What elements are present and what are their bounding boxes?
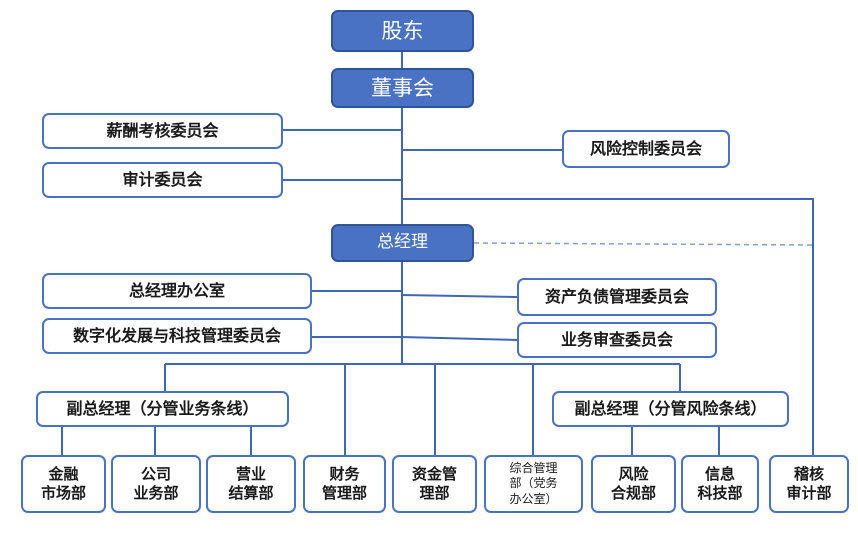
dept-line: 稽核 — [793, 465, 824, 484]
asset-liability-committee-box: 资产负债管理委员会 — [517, 278, 717, 316]
dept-line: 财务 — [329, 465, 360, 484]
general-manager-box: 总经理 — [331, 224, 474, 262]
audit-committee-box: 审计委员会 — [42, 162, 283, 198]
asset-liability-committee-label: 资产负债管理委员会 — [544, 287, 689, 306]
dept-line: 科技部 — [697, 484, 743, 502]
dept-line: 资金管 — [411, 465, 457, 484]
dept-line: 信息 — [704, 465, 735, 484]
audit-committee-label: 审计委员会 — [122, 170, 203, 189]
deputy-gm-risk-box: 副总经理（分管风险条线） — [552, 391, 789, 427]
dept-line: 金融 — [48, 465, 79, 484]
digital-tech-committee-label: 数字化发展与科技管理委员会 — [72, 326, 281, 345]
dept-line: 办公室） — [509, 491, 558, 506]
deputy-gm-risk-label: 副总经理（分管风险条线） — [574, 399, 767, 418]
dept-line: 审计部 — [786, 484, 832, 502]
dept-line: 业务部 — [133, 484, 179, 502]
shareholders-label: 股东 — [381, 18, 424, 43]
deputy-gm-business-box: 副总经理（分管业务条线） — [36, 391, 289, 427]
dept-line: 市场部 — [40, 484, 86, 502]
dept-line: 结算部 — [228, 484, 274, 502]
dept-line: 综合管理 — [509, 460, 558, 475]
dept-internal-audit: 稽核审计部 — [769, 455, 849, 513]
digital-tech-committee-box: 数字化发展与科技管理委员会 — [42, 318, 312, 354]
risk-control-committee-label: 风险控制委员会 — [589, 139, 702, 158]
risk-control-committee-box: 风险控制委员会 — [562, 130, 730, 168]
dept-line: 部（党务 — [509, 476, 558, 491]
gm-office-box: 总经理办公室 — [42, 273, 312, 309]
shareholders-box: 股东 — [331, 10, 474, 52]
compensation-committee-box: 薪酬考核委员会 — [42, 113, 283, 149]
board-box: 董事会 — [331, 68, 474, 108]
dept-treasury-management: 资金管理部 — [392, 455, 477, 513]
general-manager-label: 总经理 — [377, 232, 428, 253]
dept-corporate-business: 公司业务部 — [111, 455, 201, 513]
dept-risk-compliance: 风险合规部 — [591, 455, 676, 513]
dept-line: 管理部 — [321, 484, 367, 502]
deputy-gm-business-label: 副总经理（分管业务条线） — [66, 399, 259, 418]
dept-line: 风险 — [618, 465, 649, 484]
business-review-committee-box: 业务审查委员会 — [517, 322, 717, 358]
business-review-committee-label: 业务审查委员会 — [560, 330, 673, 349]
dept-line: 理部 — [419, 484, 450, 502]
dept-line: 合规部 — [610, 484, 656, 502]
dept-line: 营业 — [235, 465, 266, 484]
dept-operations-settlement: 营业结算部 — [206, 455, 296, 513]
dept-line: 公司 — [140, 465, 171, 484]
gm-office-label: 总经理办公室 — [128, 281, 225, 300]
dept-general-administration: 综合管理部（党务办公室） — [484, 455, 583, 513]
dept-finance-management: 财务管理部 — [303, 455, 386, 513]
compensation-committee-label: 薪酬考核委员会 — [106, 121, 219, 140]
board-label: 董事会 — [371, 75, 434, 100]
dept-financial-markets: 金融市场部 — [21, 455, 106, 513]
dept-information-technology: 信息科技部 — [681, 455, 759, 513]
